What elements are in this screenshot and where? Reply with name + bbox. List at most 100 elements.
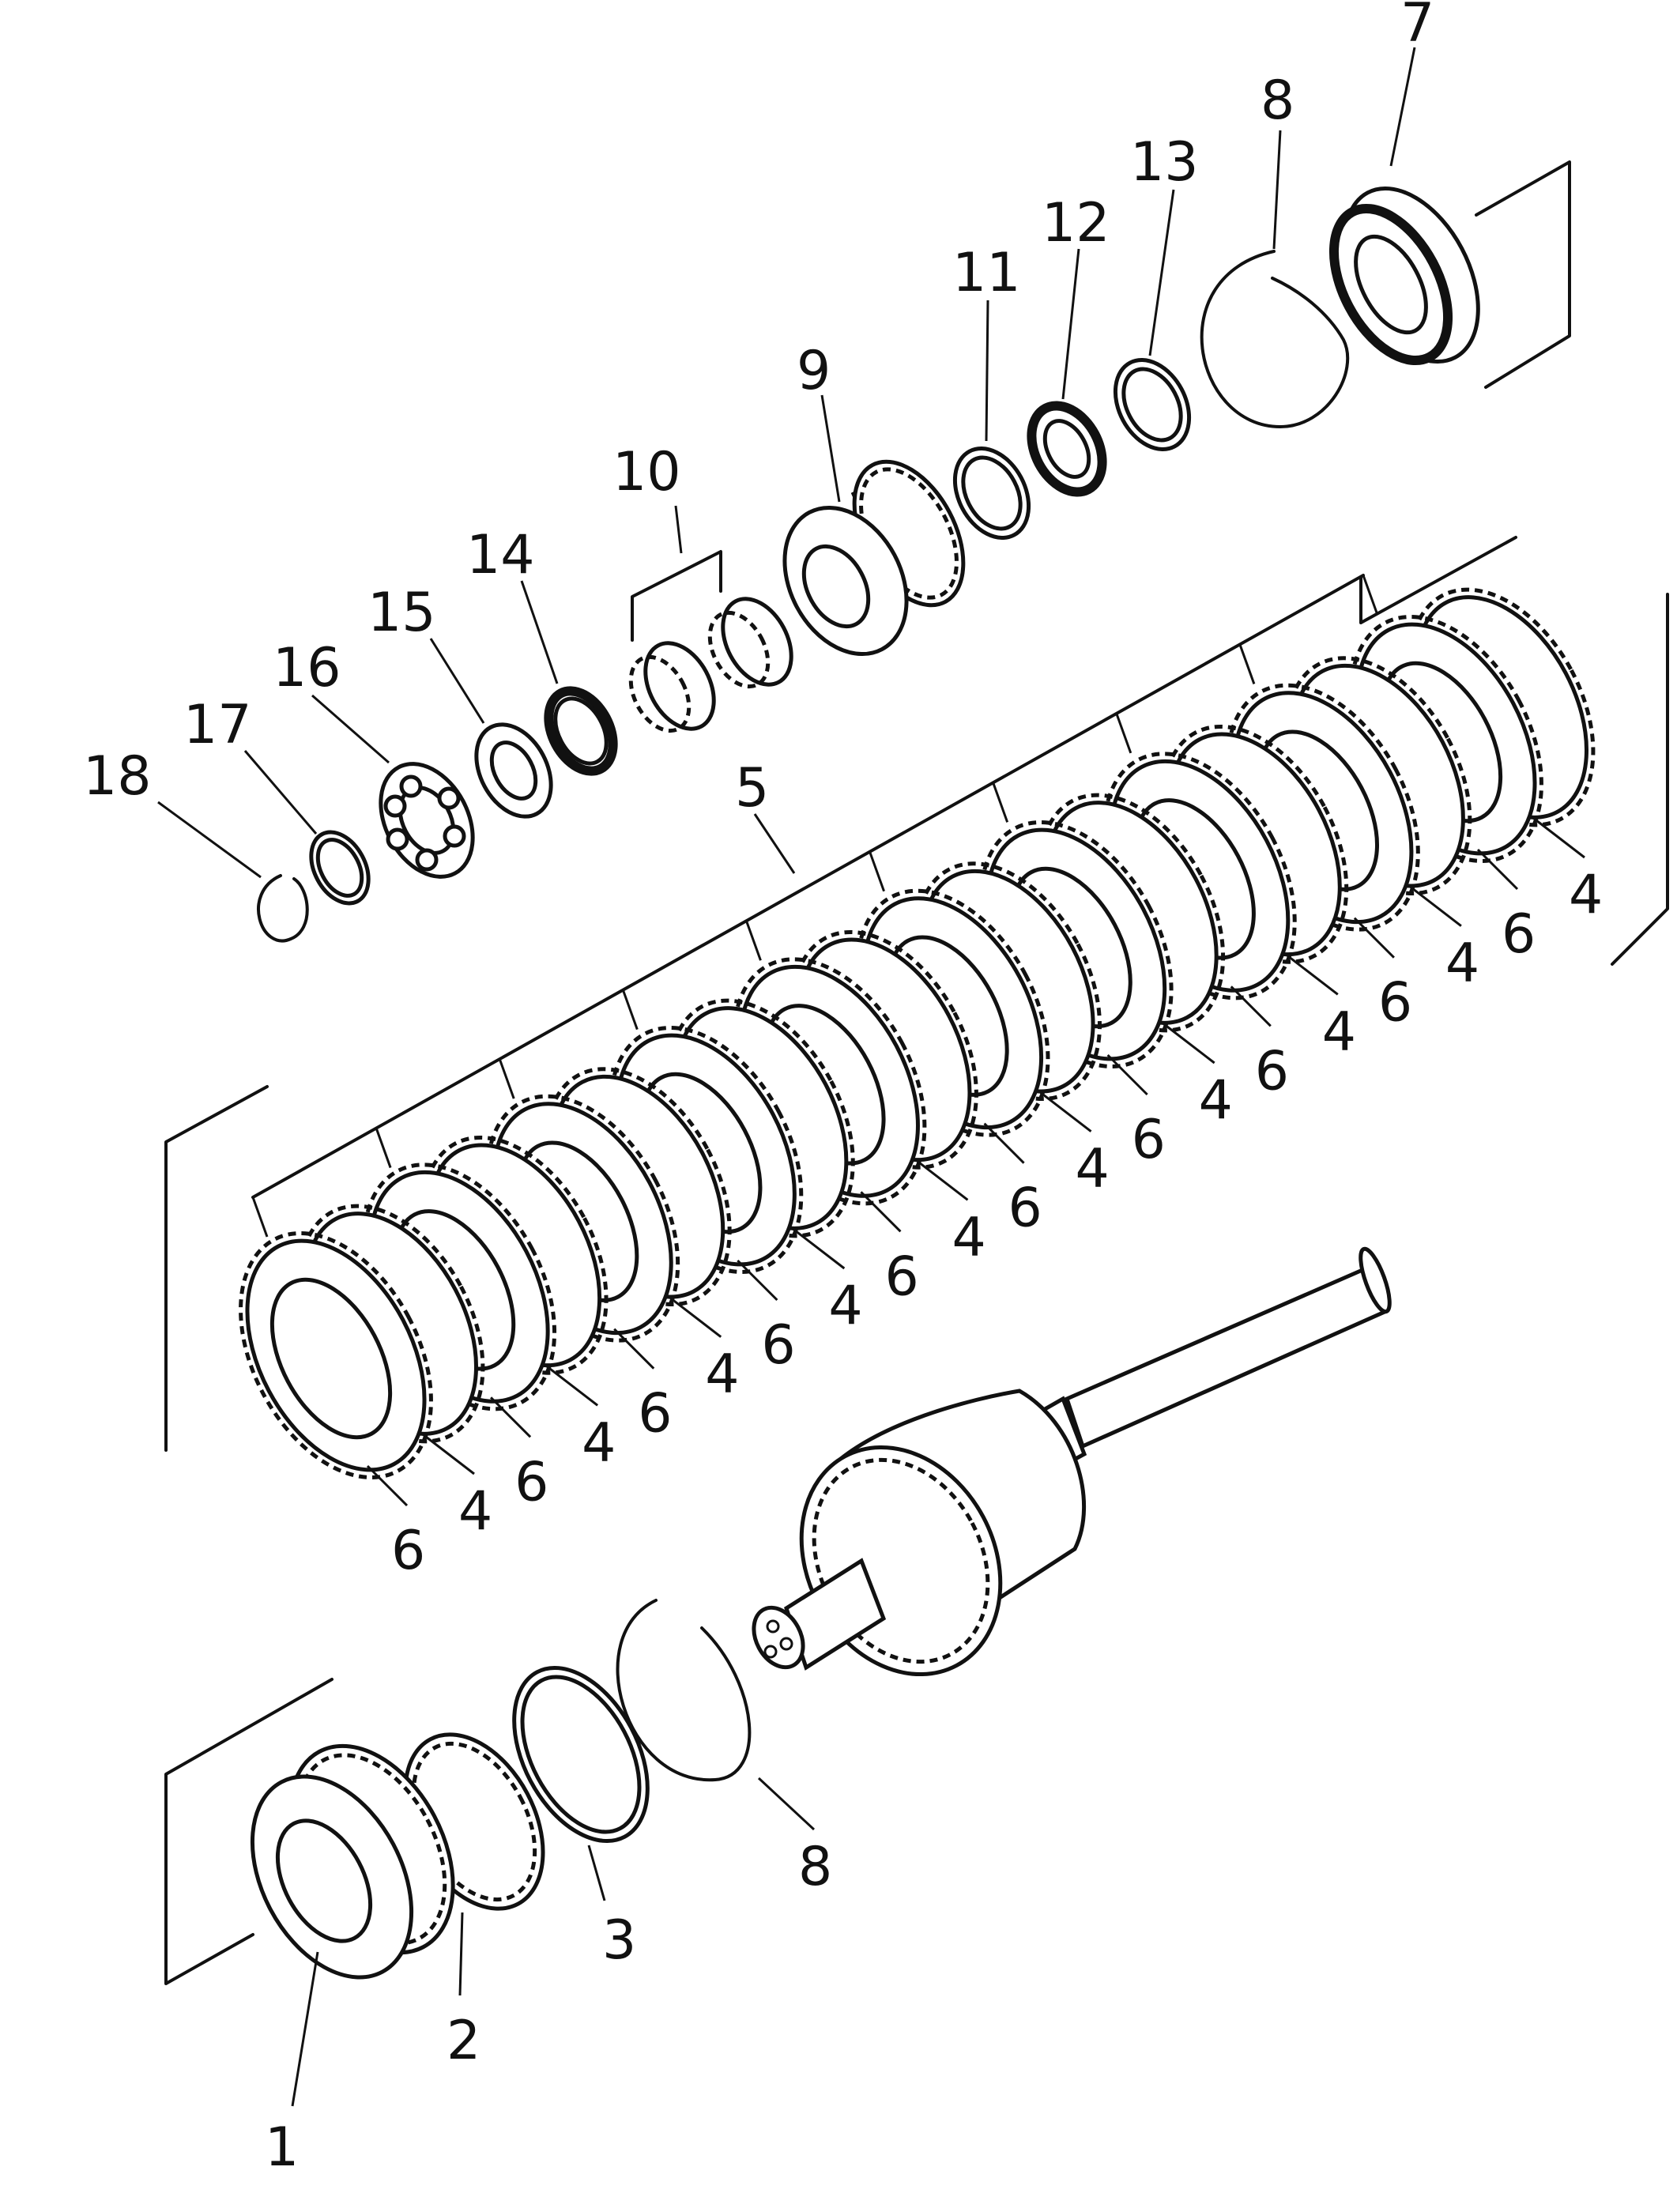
bracket-5-tick xyxy=(1362,575,1379,616)
callout-4: 4 xyxy=(1199,1069,1233,1132)
plate-pair-1 xyxy=(239,1204,485,1479)
bracket-right xyxy=(1611,593,1669,966)
leader-6 xyxy=(613,1328,655,1370)
bracket-5-tick xyxy=(869,851,885,892)
bracket-5-tick xyxy=(251,1196,269,1238)
bracket-upper xyxy=(1359,536,1517,624)
part-8-snap-ring-lower xyxy=(616,1599,752,1782)
leader-4 xyxy=(915,1159,969,1201)
plate-6-teeth xyxy=(239,1231,433,1479)
callout-5: 5 xyxy=(735,757,769,820)
leader-4 xyxy=(1162,1022,1215,1065)
clutch-plate-stack xyxy=(239,587,1596,1479)
callout-15: 15 xyxy=(367,582,436,644)
part-15-washer xyxy=(474,722,553,819)
callout-6: 6 xyxy=(1008,1178,1042,1240)
bracket-5-tick xyxy=(375,1128,392,1169)
part-10-bearings xyxy=(628,597,793,733)
callout-6: 6 xyxy=(638,1383,672,1445)
callout-labels: 7 8 13 12 11 9 10 14 15 16 17 18 5 8 3 2… xyxy=(83,0,1434,2179)
callout-2: 2 xyxy=(447,2010,480,2072)
part-8-snap-ring-upper xyxy=(1200,250,1350,428)
callout-4: 4 xyxy=(458,1480,492,1543)
bracket-5 xyxy=(251,574,1365,1199)
callout-6: 6 xyxy=(884,1245,918,1308)
leader-6 xyxy=(1476,848,1519,891)
callout-6: 6 xyxy=(1378,972,1412,1034)
bracket-10 xyxy=(631,550,722,642)
part-11-ring-inner xyxy=(961,455,1023,531)
leader-6 xyxy=(490,1396,532,1438)
part-17-ring-inner xyxy=(315,838,364,898)
bracket-5-ticks xyxy=(251,575,1379,1238)
callout-4: 4 xyxy=(828,1275,862,1337)
leader-6 xyxy=(737,1259,778,1302)
callout-13: 13 xyxy=(1130,131,1199,194)
callout-4: 4 xyxy=(1076,1138,1110,1200)
leader-6 xyxy=(983,1122,1025,1164)
callout-6: 6 xyxy=(514,1451,548,1513)
leader-4 xyxy=(545,1365,599,1407)
leader-6 xyxy=(860,1191,902,1233)
callout-18: 18 xyxy=(83,745,152,808)
leader-6 xyxy=(1230,985,1272,1027)
callout-10: 10 xyxy=(612,441,681,503)
leader-4 xyxy=(792,1227,846,1270)
callout-4: 4 xyxy=(582,1411,616,1474)
leader-4 xyxy=(669,1296,722,1338)
bracket-5-tick xyxy=(992,782,1009,823)
clutch-drum-shaft xyxy=(752,1246,1392,1677)
leader-6 xyxy=(1106,1053,1148,1096)
bracket-5-tick xyxy=(745,920,762,961)
callout-6: 6 xyxy=(391,1520,425,1582)
leader-lines xyxy=(157,47,1416,2107)
bracket-5-tick xyxy=(498,1058,515,1099)
callout-6: 6 xyxy=(1132,1109,1166,1171)
leader-4 xyxy=(1038,1091,1092,1132)
part-12-thrust-washer xyxy=(1027,401,1107,497)
bracket-5-tick xyxy=(1238,643,1256,684)
callout-4: 4 xyxy=(1322,1000,1356,1063)
callout-12: 12 xyxy=(1042,192,1110,254)
callout-16: 16 xyxy=(273,637,341,699)
leader-4 xyxy=(1532,816,1585,859)
leader-4 xyxy=(422,1433,475,1475)
bracket-upper-right xyxy=(1475,160,1571,389)
bracket-lower xyxy=(164,1678,334,1985)
callout-4: 4 xyxy=(1445,933,1479,995)
part-13-ring-inner xyxy=(1121,367,1183,443)
callout-7: 7 xyxy=(1400,0,1434,55)
callout-4: 4 xyxy=(705,1343,739,1406)
callout-9: 9 xyxy=(797,340,831,402)
bracket-5-tick xyxy=(621,989,639,1031)
callout-1: 1 xyxy=(265,2116,299,2179)
callout-11: 11 xyxy=(952,242,1021,304)
callout-6: 6 xyxy=(761,1314,795,1377)
part-18-snap-ring xyxy=(257,874,309,943)
leader-6 xyxy=(1353,917,1395,959)
callout-6: 6 xyxy=(1255,1040,1289,1102)
callout-8-lower: 8 xyxy=(798,1836,832,1898)
leader-4 xyxy=(1408,885,1462,927)
callout-14: 14 xyxy=(466,524,535,586)
part-14-ring xyxy=(544,686,618,776)
part-1-piston xyxy=(250,1743,455,1980)
part-16-ball-bearing xyxy=(379,762,475,879)
callout-17: 17 xyxy=(183,694,252,756)
part-9-gear xyxy=(782,459,966,657)
leader-4 xyxy=(1285,954,1339,996)
part-7-retainer xyxy=(1328,186,1480,366)
bracket-left xyxy=(164,1085,269,1452)
callout-4: 4 xyxy=(1569,864,1603,926)
callout-6: 6 xyxy=(1502,903,1536,966)
callout-3: 3 xyxy=(602,1909,636,1972)
leader-6 xyxy=(366,1464,409,1507)
callout-8-upper: 8 xyxy=(1261,70,1294,132)
callout-4: 4 xyxy=(952,1206,985,1268)
bracket-5-tick xyxy=(1115,713,1132,754)
part-3-ring xyxy=(512,1665,650,1844)
plate-bore xyxy=(269,1277,393,1440)
